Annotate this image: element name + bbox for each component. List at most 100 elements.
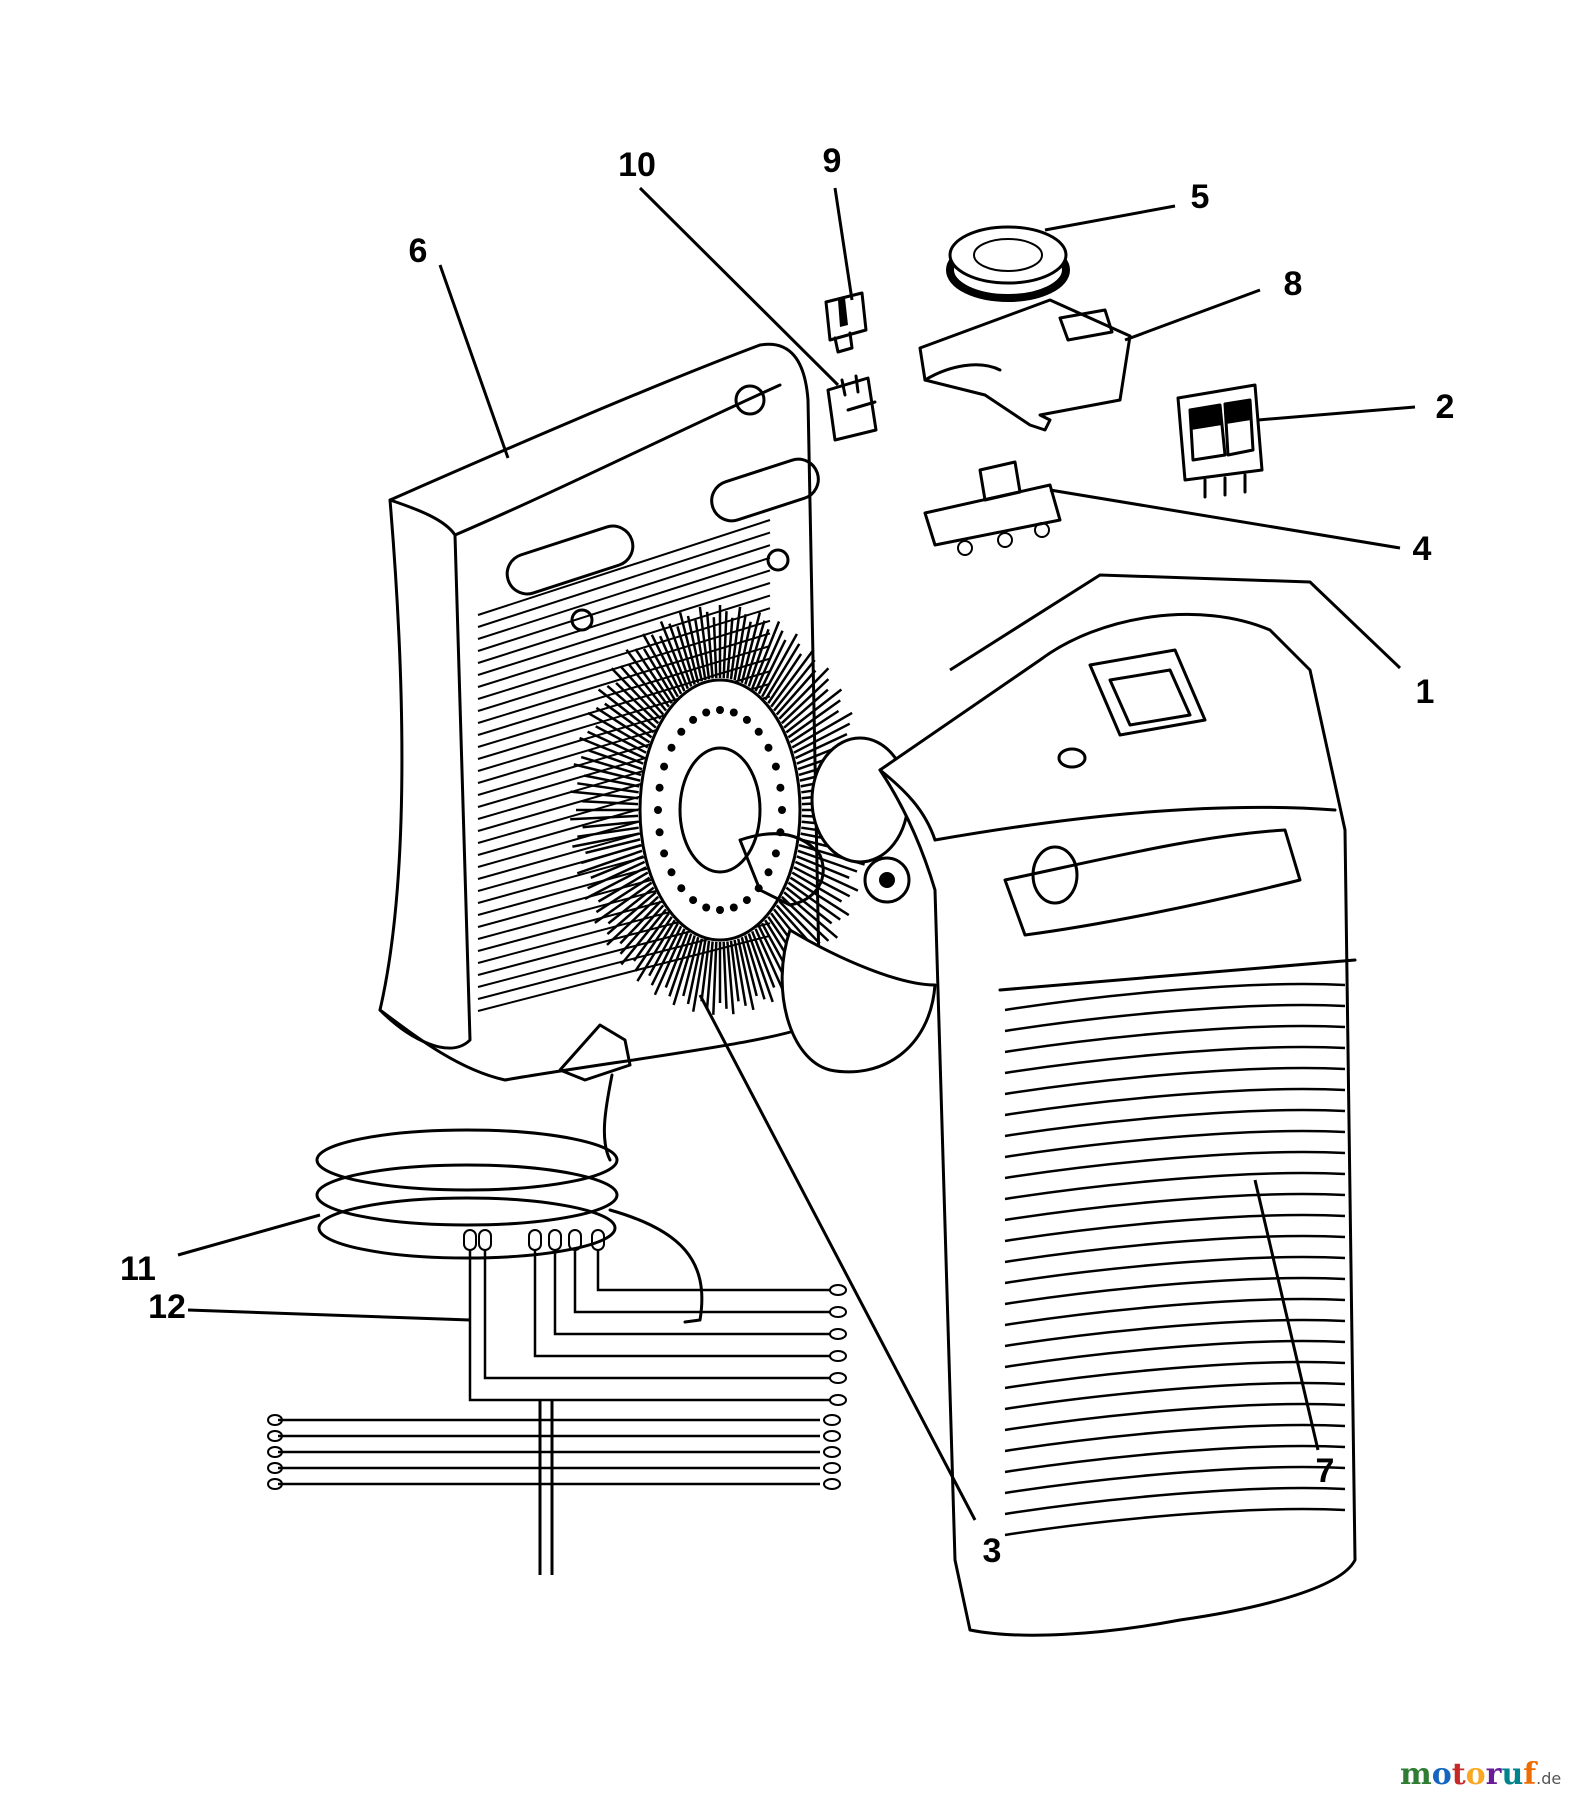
heating-fin [577,782,639,794]
leader-4 [1049,488,1401,550]
callout-labels: 1 2 3 4 5 6 7 8 9 10 11 12 [120,142,1454,1570]
watermark-letter-3: t [1452,1757,1466,1792]
element-hole [764,743,773,752]
heating-fin [594,881,653,924]
heating-fin [722,611,728,679]
harness-connector-end [267,1414,283,1426]
element-hole [660,849,669,858]
leader-5 [1044,204,1176,232]
front-louver-line [1004,1276,1346,1306]
heating-fin [747,933,774,1003]
heating-fin [787,881,841,921]
heating-fin [751,930,776,988]
front-louver-line [1004,1444,1346,1474]
element-hole [677,884,686,893]
heating-fin [744,620,766,685]
callout-8: 8 [1284,265,1303,303]
heating-fin [783,891,839,939]
element-hole [655,828,664,837]
heating-fin [773,659,816,712]
front-louver-line [1004,1381,1346,1411]
heating-fin [619,904,665,955]
watermark-text: motoruf.de [1400,1757,1561,1792]
element-hole [764,868,773,877]
heating-fin [793,722,851,754]
rear-louver-line [477,569,771,664]
heating-fin [668,933,693,997]
heating-fin [789,876,850,917]
heating-fin [733,939,747,1007]
rear-louver-line [477,594,771,688]
harness-connector-end [267,1430,283,1442]
heating-fin [678,612,700,684]
callout-6: 6 [409,232,428,270]
heating-fin [686,938,704,1005]
heating-fin [636,919,676,982]
rear-louver-line [477,934,771,1012]
harness-connector-top [548,1229,562,1251]
heating-fin [729,606,742,680]
callout-7: 7 [1316,1452,1335,1490]
wiring-harness-part-12 [267,1229,847,1575]
front-louver-line [1004,1423,1346,1453]
harness-wire [596,1250,830,1292]
rear-louver-line [477,619,771,712]
heating-fin [634,648,673,704]
heating-fin [740,936,758,997]
rear-louver-line [477,544,771,640]
callout-1: 1 [1416,673,1435,711]
heating-fin [712,617,718,679]
heating-fin [778,900,821,945]
harness-connector-top [478,1229,492,1251]
front-louver-line [1004,1003,1346,1033]
callout-10: 10 [618,146,656,184]
heating-fin [736,938,755,1011]
heating-fin [754,928,784,990]
heating-fin [587,711,649,749]
front-louver-line [1004,1360,1346,1390]
heating-fin [582,800,639,806]
leader-3 [698,994,977,1521]
front-louver-line [1004,982,1346,1012]
callout-11: 11 [120,1250,156,1288]
element-hole [716,706,724,714]
front-louver-line [1004,1339,1346,1369]
front-louver-line [1004,1255,1346,1285]
terminal-block-part-10 [826,374,878,442]
heating-fin [705,941,714,1009]
front-louver-line [1004,1486,1346,1516]
callout-4: 4 [1413,530,1432,568]
heating-fin [607,886,655,925]
front-louver-line [1004,1297,1346,1327]
rear-louver-line [477,582,771,676]
heating-fin [585,838,641,855]
harness-connector-top [528,1229,542,1251]
harness-drop-wire [538,1400,554,1575]
heating-fin [751,621,781,690]
heating-fin [767,653,803,704]
heating-fin [668,623,693,687]
heating-fin [588,749,643,771]
harness-connector-end [823,1430,841,1442]
callout-9: 9 [823,142,842,180]
front-louver-line [1004,1087,1346,1117]
heating-fin [610,667,662,720]
heating-fin [785,886,833,925]
heating-fin [650,634,683,695]
watermark-suffix: .de [1536,1769,1561,1788]
heating-fin [659,621,689,690]
front-louver-line [1004,1150,1346,1180]
heating-fin [789,709,840,744]
heating-fin [597,688,655,734]
heating-fin [785,688,843,734]
heating-fin [757,639,787,695]
heating-fin [700,940,711,1002]
heating-fin [791,711,853,749]
heating-fin [653,928,686,996]
heating-fin [606,684,657,729]
heating-fin [583,774,640,788]
watermark-letter-5: r [1486,1757,1503,1792]
heating-fin [676,626,696,685]
element-hole [655,783,664,792]
leader-2 [1257,405,1416,422]
